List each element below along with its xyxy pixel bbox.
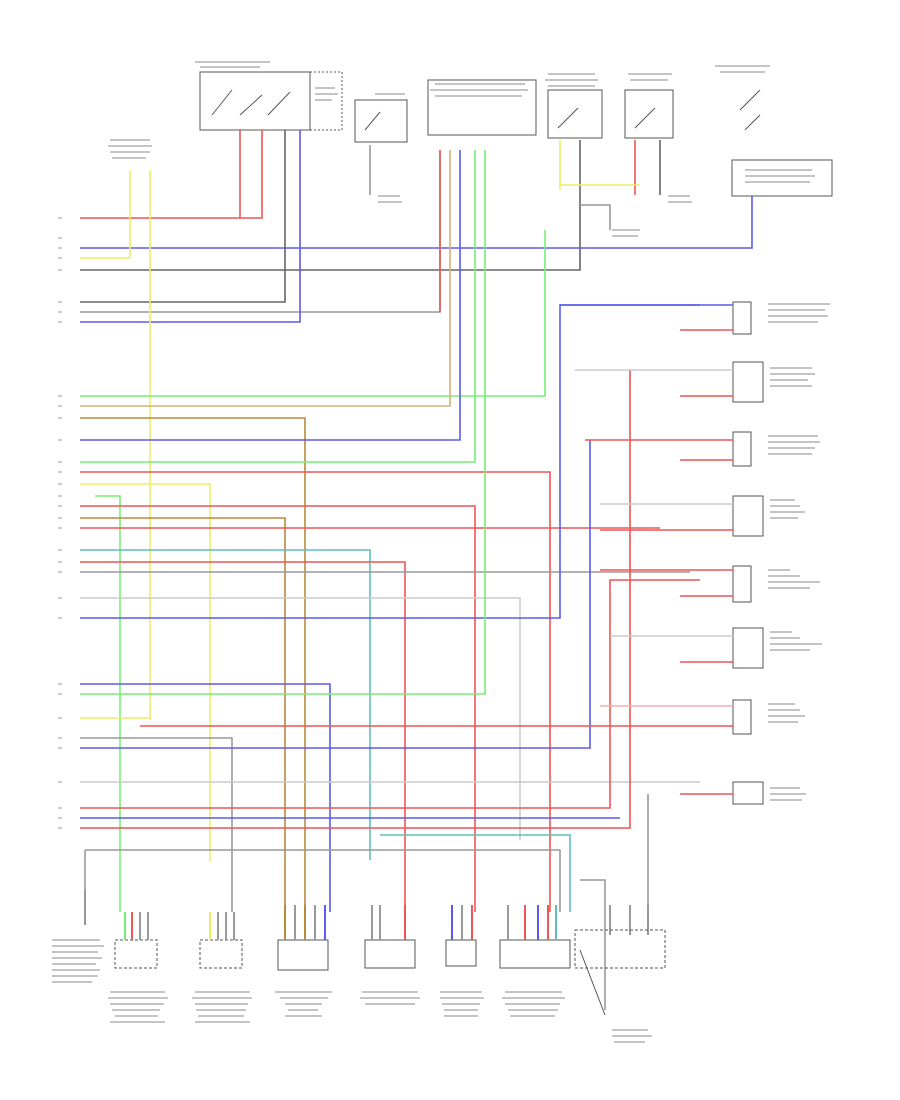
connector-r8 [732, 781, 764, 805]
bottom-connector-2 [199, 912, 243, 969]
wire-gray-1 [80, 150, 441, 313]
wires [80, 130, 753, 1010]
wire-brown-2 [80, 417, 306, 912]
switch-right-2 [624, 89, 674, 139]
wire-gray-3 [80, 597, 521, 840]
wire-green-4 [80, 150, 486, 695]
connector-r2 [732, 361, 764, 403]
wire-red-5 [80, 561, 406, 912]
wire-red-2 [80, 471, 551, 912]
connector-r5 [732, 565, 752, 603]
wire-black-1 [80, 205, 581, 271]
main-switch-sub [309, 71, 343, 131]
connector-r1 [732, 301, 752, 335]
connector-r4 [732, 495, 764, 537]
bottom-connector-7 [574, 905, 666, 1016]
wire-green-1 [80, 230, 546, 397]
main-switch-box [199, 71, 311, 131]
small-relay-box [354, 99, 408, 143]
top-right-module [731, 159, 833, 197]
bottom-connector-1 [114, 912, 158, 969]
ecm-box [427, 79, 537, 136]
wire-blue-5 [80, 683, 331, 912]
wire-green-3 [95, 495, 121, 912]
bottom-connector-6 [499, 905, 571, 969]
wire-blue-6 [80, 440, 591, 749]
left-pin-ticks [58, 217, 62, 829]
wire-gray-4 [80, 737, 233, 912]
switch-right-1 [547, 89, 603, 139]
wire-yellow-v3 [80, 483, 211, 862]
wire-blue-2 [80, 130, 301, 323]
wire-red-1 [80, 130, 263, 219]
wire-blue-3 [80, 150, 461, 441]
bottom-connector-4 [364, 905, 416, 969]
bottom-connector-5 [445, 905, 477, 967]
wire-black-2 [80, 130, 286, 303]
wire-red-7 [80, 370, 631, 829]
bottom-connector-3 [277, 905, 329, 971]
connector-r3 [732, 431, 752, 467]
wire-brown-1 [80, 150, 451, 407]
wire-red-6 [80, 579, 700, 809]
bottom-components [52, 890, 666, 1043]
wire-red-3 [80, 505, 476, 912]
right-connectors [732, 301, 830, 805]
connector-r6 [732, 627, 764, 669]
connector-r7 [732, 699, 752, 735]
wire-brown-3 [80, 517, 286, 912]
wire-green-2 [80, 150, 476, 463]
wire-blue-1 [80, 196, 753, 249]
top-components [108, 61, 833, 237]
wire-teal-1 [80, 549, 371, 860]
